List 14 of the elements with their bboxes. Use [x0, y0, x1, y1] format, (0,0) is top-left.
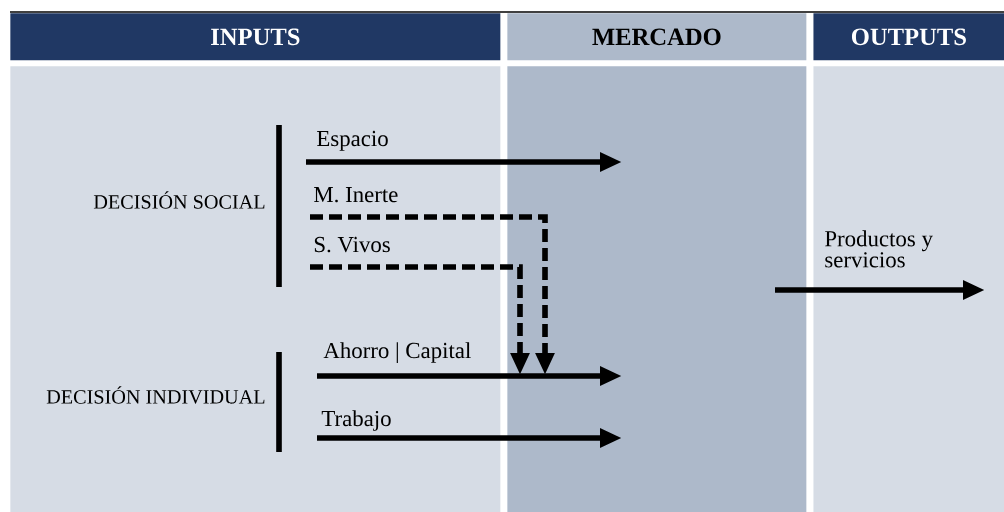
column-header: INPUTS — [10, 13, 501, 61]
edge-label: Productos y servicios — [825, 230, 933, 268]
side-label: DECISIÓN INDIVIDUAL — [46, 386, 265, 404]
edge-label: Espacio — [317, 130, 388, 151]
column-band — [813, 66, 1004, 512]
edge-label: S. Vivos — [314, 236, 390, 253]
edge-label: Trabajo — [321, 410, 391, 431]
column-band — [10, 66, 501, 512]
side-label: DECISIÓN SOCIAL — [93, 191, 265, 209]
edge-label: Ahorro | Capital — [323, 342, 471, 363]
edge-label: M. Inerte — [314, 187, 398, 203]
column-header: OUTPUTS — [813, 13, 1004, 61]
column-band — [507, 66, 807, 512]
column-header: MERCADO — [507, 13, 807, 61]
